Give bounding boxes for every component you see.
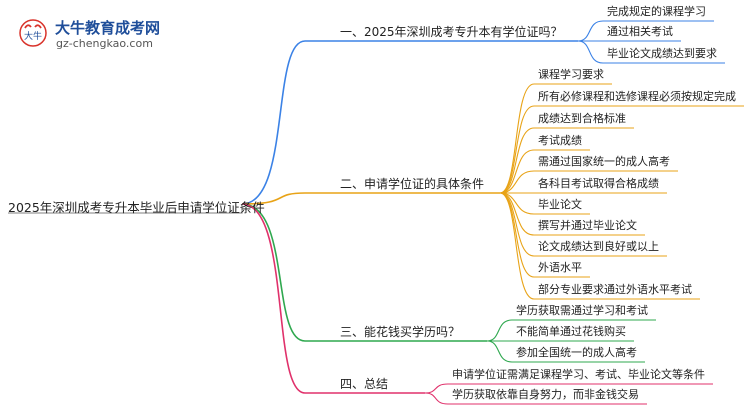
logo-title: 大牛教育成考网 <box>55 19 161 37</box>
leaf-node-2-1: 课程学习要求 <box>538 68 604 81</box>
leaf-edge-3-1 <box>486 319 656 342</box>
leaf-edge-2-4 <box>499 149 590 194</box>
leaf-node-2-2: 所有必修课程和选修课程必须按规定完成 <box>538 90 736 103</box>
leaf-node-2-8: 撰写并通过毕业论文 <box>538 219 637 232</box>
leaf-node-2-9: 论文成绩达到良好或以上 <box>538 240 659 253</box>
leaf-node-4-2: 学历获取依靠自身努力，而非金钱交易 <box>452 388 639 401</box>
branch-node-2: 二、申请学位证的具体条件 <box>340 177 485 191</box>
bull-logo-icon: 大牛 <box>19 19 47 47</box>
leaf-node-2-6: 各科目考试取得合格成绩 <box>538 177 659 190</box>
leaf-edge-4-2 <box>424 392 647 405</box>
branch-edge-3 <box>241 203 487 342</box>
leaf-node-3-3: 参加全国统一的成人高考 <box>516 346 637 359</box>
branch-node-4: 四、总结 <box>340 377 389 391</box>
logo-mark: 大牛 <box>18 18 48 48</box>
leaf-edge-2-5 <box>499 170 678 194</box>
leaf-node-3-2: 不能简单通过花钱购买 <box>516 325 626 338</box>
leaf-node-1-2: 通过相关考试 <box>607 25 673 38</box>
leaf-node-2-3: 成绩达到合格标准 <box>538 112 626 125</box>
leaf-node-2-5: 需通过国家统一的成人高考 <box>538 155 670 168</box>
leaf-node-4-1: 申请学位证需满足课程学习、考试、毕业论文等条件 <box>452 368 705 381</box>
leaf-edge-2-11 <box>499 192 700 300</box>
branch-edge-1 <box>241 40 578 205</box>
branch-node-3: 三、能花钱买学历吗？ <box>340 325 461 339</box>
branch-node-1: 一、2025年深圳成考专升本有学位证吗？ <box>340 25 563 39</box>
leaf-edge-1-3 <box>577 40 725 64</box>
leaf-edge-1-1 <box>577 20 714 42</box>
leaf-edge-3-3 <box>486 340 645 363</box>
leaf-node-1-3: 毕业论文成绩达到要求 <box>607 47 717 60</box>
leaf-node-3-1: 学历获取需通过学习和考试 <box>516 304 648 317</box>
leaf-edge-2-3 <box>499 127 634 194</box>
leaf-node-2-10: 外语水平 <box>538 261 582 274</box>
leaf-node-2-11: 部分专业要求通过外语水平考试 <box>538 283 692 296</box>
leaf-edge-4-1 <box>424 383 713 394</box>
leaf-edge-2-2 <box>499 105 744 194</box>
leaf-node-2-4: 考试成绩 <box>538 134 582 147</box>
leaf-edge-2-1 <box>499 83 612 194</box>
logo-url: gz-chengkao.com <box>56 37 153 50</box>
leaf-node-1-1: 完成规定的课程学习 <box>607 5 706 18</box>
branch-edge-2 <box>241 192 500 205</box>
leaf-node-2-7: 毕业论文 <box>538 198 582 211</box>
root-node: 2025年深圳成考专升本毕业后申请学位证条件 <box>8 200 265 215</box>
branch-edge-4 <box>241 203 425 394</box>
root-underline <box>8 204 243 214</box>
logo-mark-text: 大牛 <box>24 30 42 42</box>
